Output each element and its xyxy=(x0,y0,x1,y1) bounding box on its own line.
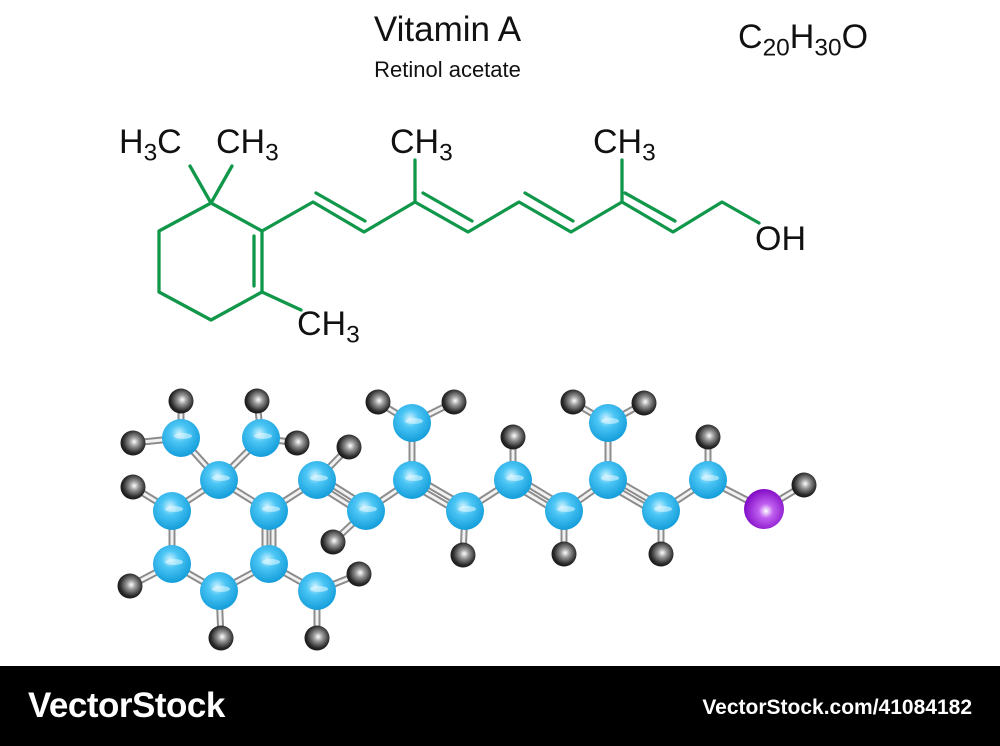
ball-and-stick-model xyxy=(117,388,817,651)
hydrogen-atom xyxy=(284,430,310,456)
atom-highlight xyxy=(557,506,575,512)
atom-highlight xyxy=(254,433,272,439)
hydrogen-atom xyxy=(244,388,270,414)
label-gem-methyl-left: H3C xyxy=(119,123,182,165)
bond-line xyxy=(523,191,575,223)
label-text: CH xyxy=(593,123,643,161)
atom-highlight xyxy=(405,418,423,424)
hydrogen-atom xyxy=(500,424,526,450)
bond-line xyxy=(260,200,761,234)
atom-highlight xyxy=(701,475,719,481)
label-sub: 3 xyxy=(439,139,453,167)
atom-highlight xyxy=(601,418,619,424)
label-sub: 3 xyxy=(143,139,158,167)
atom-highlight xyxy=(262,506,280,512)
hydrogen-atom xyxy=(336,434,362,460)
bond-line xyxy=(314,191,367,223)
molecular-formula: C20H30O xyxy=(738,18,869,60)
formula-h-count: 30 xyxy=(814,34,842,62)
atom-highlight xyxy=(212,475,230,481)
footer-bar: VectorStock VectorStock.com/41084182 xyxy=(0,666,1000,746)
atom-highlight xyxy=(506,475,524,481)
atom-highlight xyxy=(165,506,183,512)
bond-line xyxy=(623,191,677,223)
atom-highlight xyxy=(601,475,619,481)
hydrogen-atom xyxy=(441,389,467,415)
hydrogen-atom xyxy=(208,625,234,651)
hydrogen-atom xyxy=(117,573,143,599)
hydrogen-atom xyxy=(320,529,346,555)
hydrogen-atom xyxy=(791,472,817,498)
label-gem-methyl-right: CH3 xyxy=(216,123,279,165)
hydrogen-atom xyxy=(346,561,372,587)
label-text: CH xyxy=(216,123,266,161)
oxygen-atom xyxy=(744,489,784,529)
hydrogen-atom xyxy=(695,424,721,450)
atom-highlight xyxy=(310,586,328,592)
label-chain-methyl-1: CH3 xyxy=(390,123,453,165)
label-ring-methyl: CH3 xyxy=(297,305,360,347)
formula-o: O xyxy=(841,18,869,56)
atom-highlight xyxy=(262,559,280,565)
hydrogen-atom xyxy=(648,541,674,567)
bond-line xyxy=(421,191,474,223)
brand-logo: VectorStock xyxy=(28,686,225,725)
bond-line xyxy=(260,290,303,312)
label-sub: 3 xyxy=(265,139,279,167)
label-hydroxyl: OH xyxy=(755,220,806,258)
atom-highlight xyxy=(212,586,230,592)
label-text: CH xyxy=(390,123,440,161)
hydrogen-atom xyxy=(551,541,577,567)
atom-highlight xyxy=(654,506,672,512)
atom-highlight xyxy=(359,506,377,512)
hydrogen-atom xyxy=(120,474,146,500)
hydrogen-atom xyxy=(120,430,146,456)
hydrogen-atom xyxy=(560,389,586,415)
diagram-title: Vitamin A xyxy=(373,10,522,49)
bond-line xyxy=(188,164,213,205)
label-sub: 3 xyxy=(642,139,656,167)
label-chain-methyl-2: CH3 xyxy=(593,123,656,165)
hydrogen-atom xyxy=(631,390,657,416)
skeletal-formula xyxy=(157,158,761,322)
hydrogen-atom xyxy=(304,625,330,651)
atom-highlight xyxy=(310,475,328,481)
atom-highlight xyxy=(165,559,183,565)
label-sub: 3 xyxy=(346,321,360,349)
atom-highlight xyxy=(405,475,423,481)
image-id: VectorStock.com/41084182 xyxy=(702,696,972,719)
label-text: C xyxy=(157,123,182,161)
label-text: H xyxy=(119,123,144,161)
atom-highlight xyxy=(174,433,192,439)
bond-line xyxy=(209,164,234,205)
formula-c-count: 20 xyxy=(762,34,790,62)
label-text: CH xyxy=(297,305,347,343)
formula-h: H xyxy=(789,18,815,56)
diagram-subtitle: Retinol acetate xyxy=(374,57,521,82)
hydrogen-atom xyxy=(168,388,194,414)
hydrogen-atom xyxy=(450,542,476,568)
atom-highlight xyxy=(458,506,476,512)
formula-c: C xyxy=(738,18,763,56)
hydrogen-atom xyxy=(365,389,391,415)
